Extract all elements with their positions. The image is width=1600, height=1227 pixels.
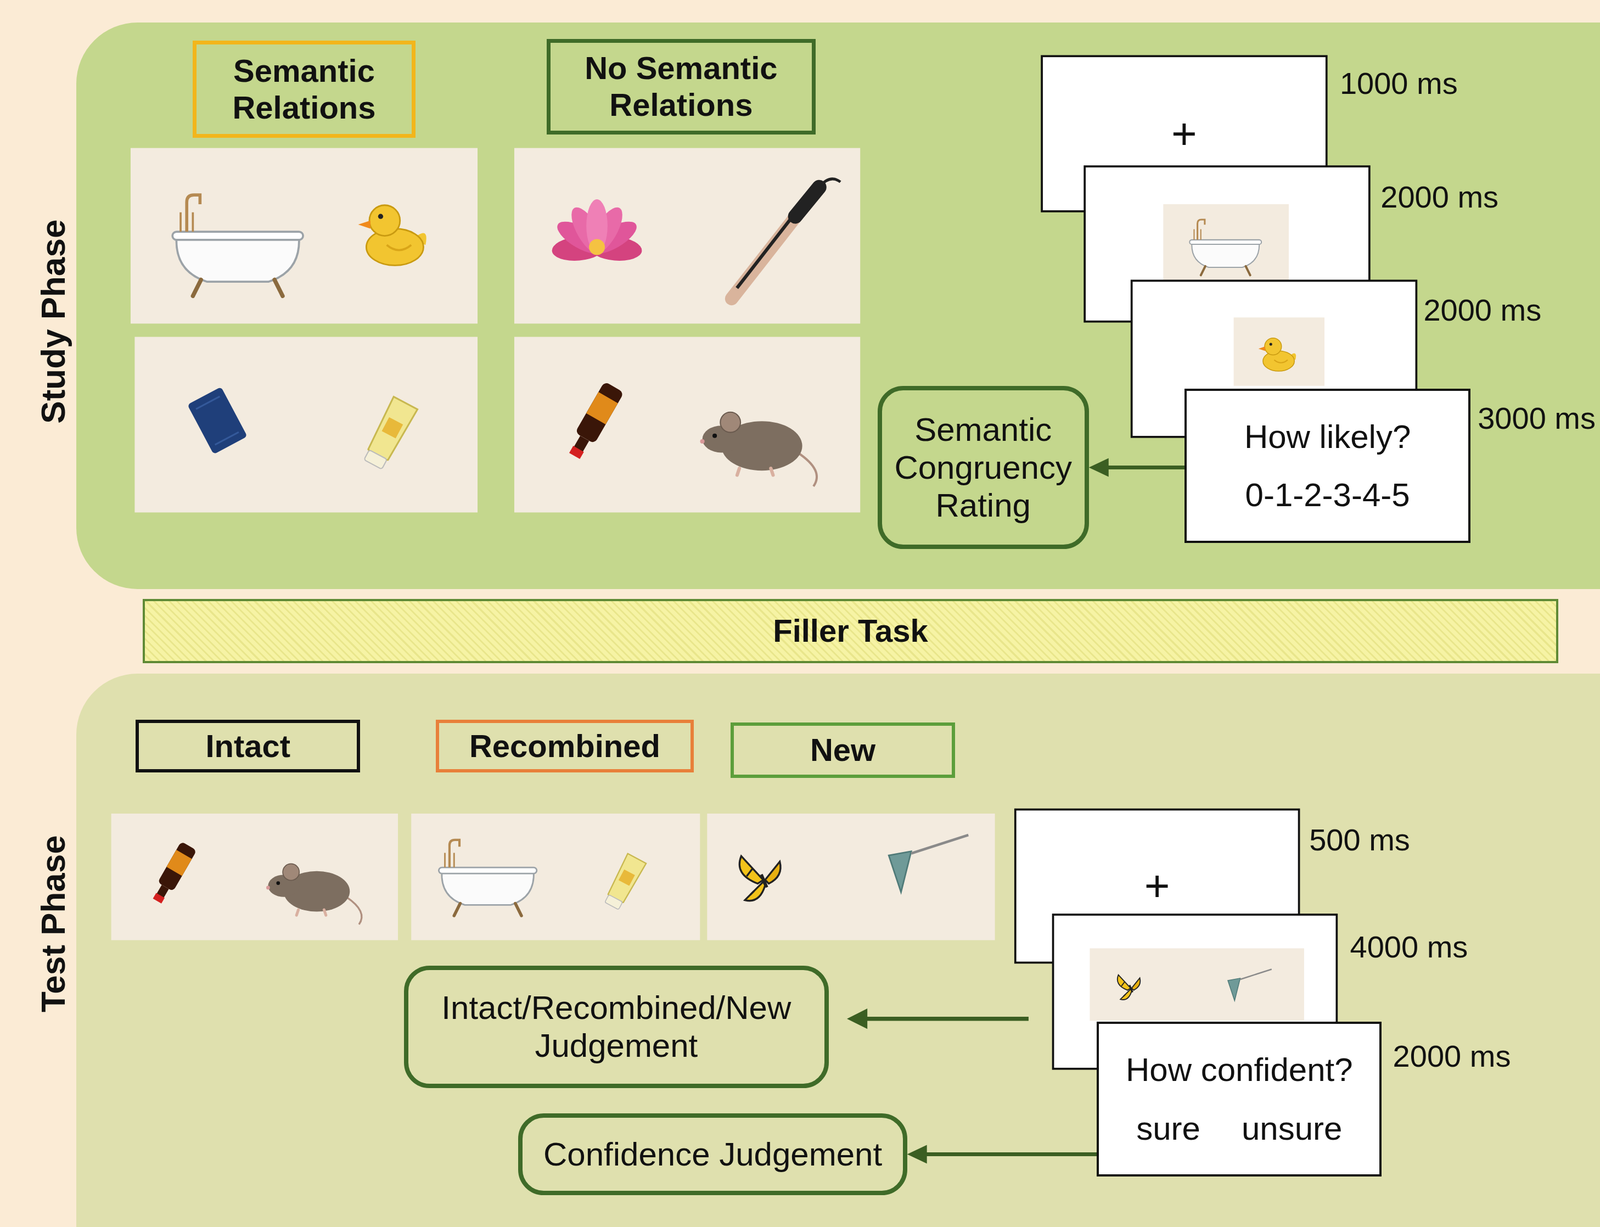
arrow-head <box>907 1144 928 1164</box>
prompt-screen: How confident? sure unsure <box>1096 1021 1382 1177</box>
image-panel <box>111 813 398 941</box>
node-text: Semantic Relations <box>203 52 406 126</box>
lotion-icon <box>602 853 647 911</box>
response-box: Confidence Judgement <box>518 1113 907 1195</box>
screen-frame <box>1053 914 1338 1069</box>
bathtub-icon <box>172 194 303 296</box>
mouse-icon <box>699 412 817 487</box>
option-text: unsure <box>1241 1109 1343 1148</box>
arrow-head <box>846 1008 868 1029</box>
screen-image <box>1233 317 1325 386</box>
screen-frame <box>1041 55 1327 212</box>
node-text: No Semantic Relations <box>557 49 805 123</box>
node-text: Intact <box>205 727 291 765</box>
connector-arrow <box>1088 457 1186 477</box>
net-icon <box>888 834 969 892</box>
phase-label: Study Phase <box>33 219 73 424</box>
duration-label: 1000 ms <box>1339 65 1458 101</box>
duration-label: 2000 ms <box>1380 179 1499 215</box>
bathtub-icon <box>1189 219 1262 275</box>
node-text: Intact/Recombined/New Judgement <box>419 988 814 1065</box>
condition-tag: Semantic Relations <box>192 40 416 138</box>
image-panel <box>130 148 478 324</box>
screen-image <box>1089 947 1304 1021</box>
duck-icon <box>1258 338 1296 372</box>
node-text: + <box>1171 108 1198 160</box>
duration-label: 3000 ms <box>1477 400 1596 436</box>
duration-label: 4000 ms <box>1350 929 1469 965</box>
condition-tag: No Semantic Relations <box>546 38 816 136</box>
screen-image <box>1163 204 1289 281</box>
node-text: Recombined <box>469 727 661 765</box>
duration-label: 500 ms <box>1309 822 1411 858</box>
connector-arrow <box>907 1144 1098 1164</box>
arrow-head <box>1088 457 1109 477</box>
response-box: Semantic Congruency Rating <box>877 385 1089 549</box>
phase-label: Test Phase <box>33 834 73 1013</box>
node-text: Confidence Judgement <box>543 1135 883 1173</box>
butterfly-icon <box>739 855 781 901</box>
node-text: How likely? <box>1244 417 1411 456</box>
filler-band: Filler Task <box>142 598 1559 664</box>
option-row: sure unsure <box>1136 1109 1343 1148</box>
screen-frame <box>1131 280 1417 437</box>
arrow-line <box>865 1016 1029 1021</box>
node-text: Semantic Congruency Rating <box>893 410 1074 525</box>
arrow-line <box>925 1152 1098 1156</box>
condition-tag: Intact <box>135 719 361 773</box>
node-text: Filler Task <box>772 612 929 650</box>
bottle-icon <box>564 381 625 462</box>
condition-tag: New <box>730 722 956 778</box>
condition-tag: Recombined <box>435 719 694 773</box>
net-icon <box>1227 969 1272 1001</box>
prompt-screen: How likely? 0-1-2-3-4-5 <box>1184 388 1471 543</box>
option-text: sure <box>1136 1109 1201 1148</box>
response-box: Intact/Recombined/New Judgement <box>403 965 829 1088</box>
bottle-icon <box>149 841 197 906</box>
node-text: New <box>810 731 876 769</box>
duration-label: 2000 ms <box>1423 292 1542 328</box>
image-panel <box>514 337 861 513</box>
phase-panel: Study PhaseSemantic RelationsNo Semantic… <box>76 22 1600 589</box>
arrow-line <box>1107 465 1186 470</box>
screen-frame <box>1084 166 1370 322</box>
image-panel <box>411 813 700 941</box>
duration-label: 2000 ms <box>1393 1038 1512 1074</box>
fixation-screen: + <box>1041 55 1327 212</box>
bathtub-icon <box>438 839 537 916</box>
image-panel <box>134 337 478 513</box>
lotion-icon <box>361 396 418 471</box>
mouse-icon <box>266 863 362 924</box>
curling-iron-icon <box>731 178 841 299</box>
image-panel <box>514 148 861 324</box>
fixation-screen: + <box>1015 809 1300 963</box>
image-panel <box>706 813 995 941</box>
screen-frame <box>1015 809 1300 963</box>
prompt-text: How confident? <box>1125 1050 1354 1089</box>
node-text: + <box>1144 860 1171 912</box>
washcloth-icon <box>187 386 247 455</box>
node-text: 0-1-2-3-4-5 <box>1245 475 1411 514</box>
duck-icon <box>358 205 427 266</box>
butterfly-icon <box>1117 974 1141 1000</box>
lotus-icon <box>551 199 644 263</box>
